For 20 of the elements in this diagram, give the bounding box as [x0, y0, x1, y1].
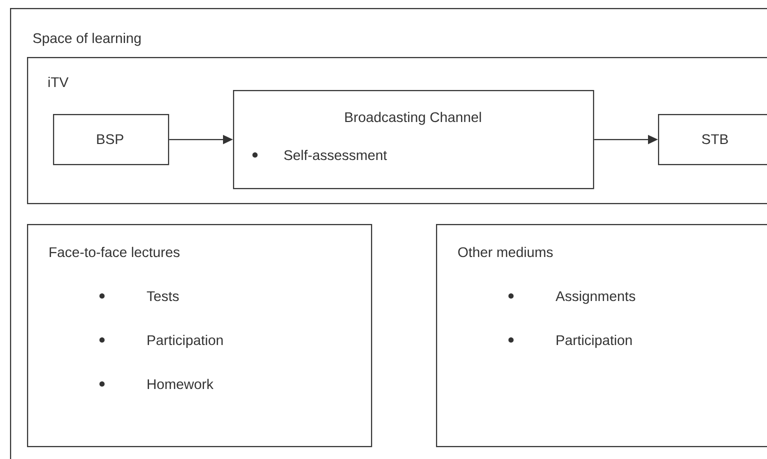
list-item: Participation — [556, 334, 632, 348]
box-title: Other mediums — [458, 246, 553, 258]
box-title: Broadcasting Channel — [345, 112, 481, 125]
list-item: Participation — [148, 334, 223, 348]
box — [27, 224, 372, 448]
box — [10, 8, 767, 459]
box — [233, 90, 594, 190]
box — [27, 57, 767, 204]
box — [658, 114, 767, 166]
list-item: Tests — [146, 291, 179, 302]
box-title: Face-to-face lectures — [50, 246, 180, 258]
box-label: STB — [702, 134, 728, 144]
box — [53, 114, 170, 166]
box-title: Space of learning — [33, 32, 141, 46]
box — [436, 224, 767, 448]
list-item: Assignments — [556, 290, 636, 304]
box-label: BSP — [97, 134, 124, 144]
list-item: Homework — [148, 378, 214, 390]
box-title: iTV — [48, 76, 68, 87]
list-item: Self-assessment — [284, 150, 387, 160]
